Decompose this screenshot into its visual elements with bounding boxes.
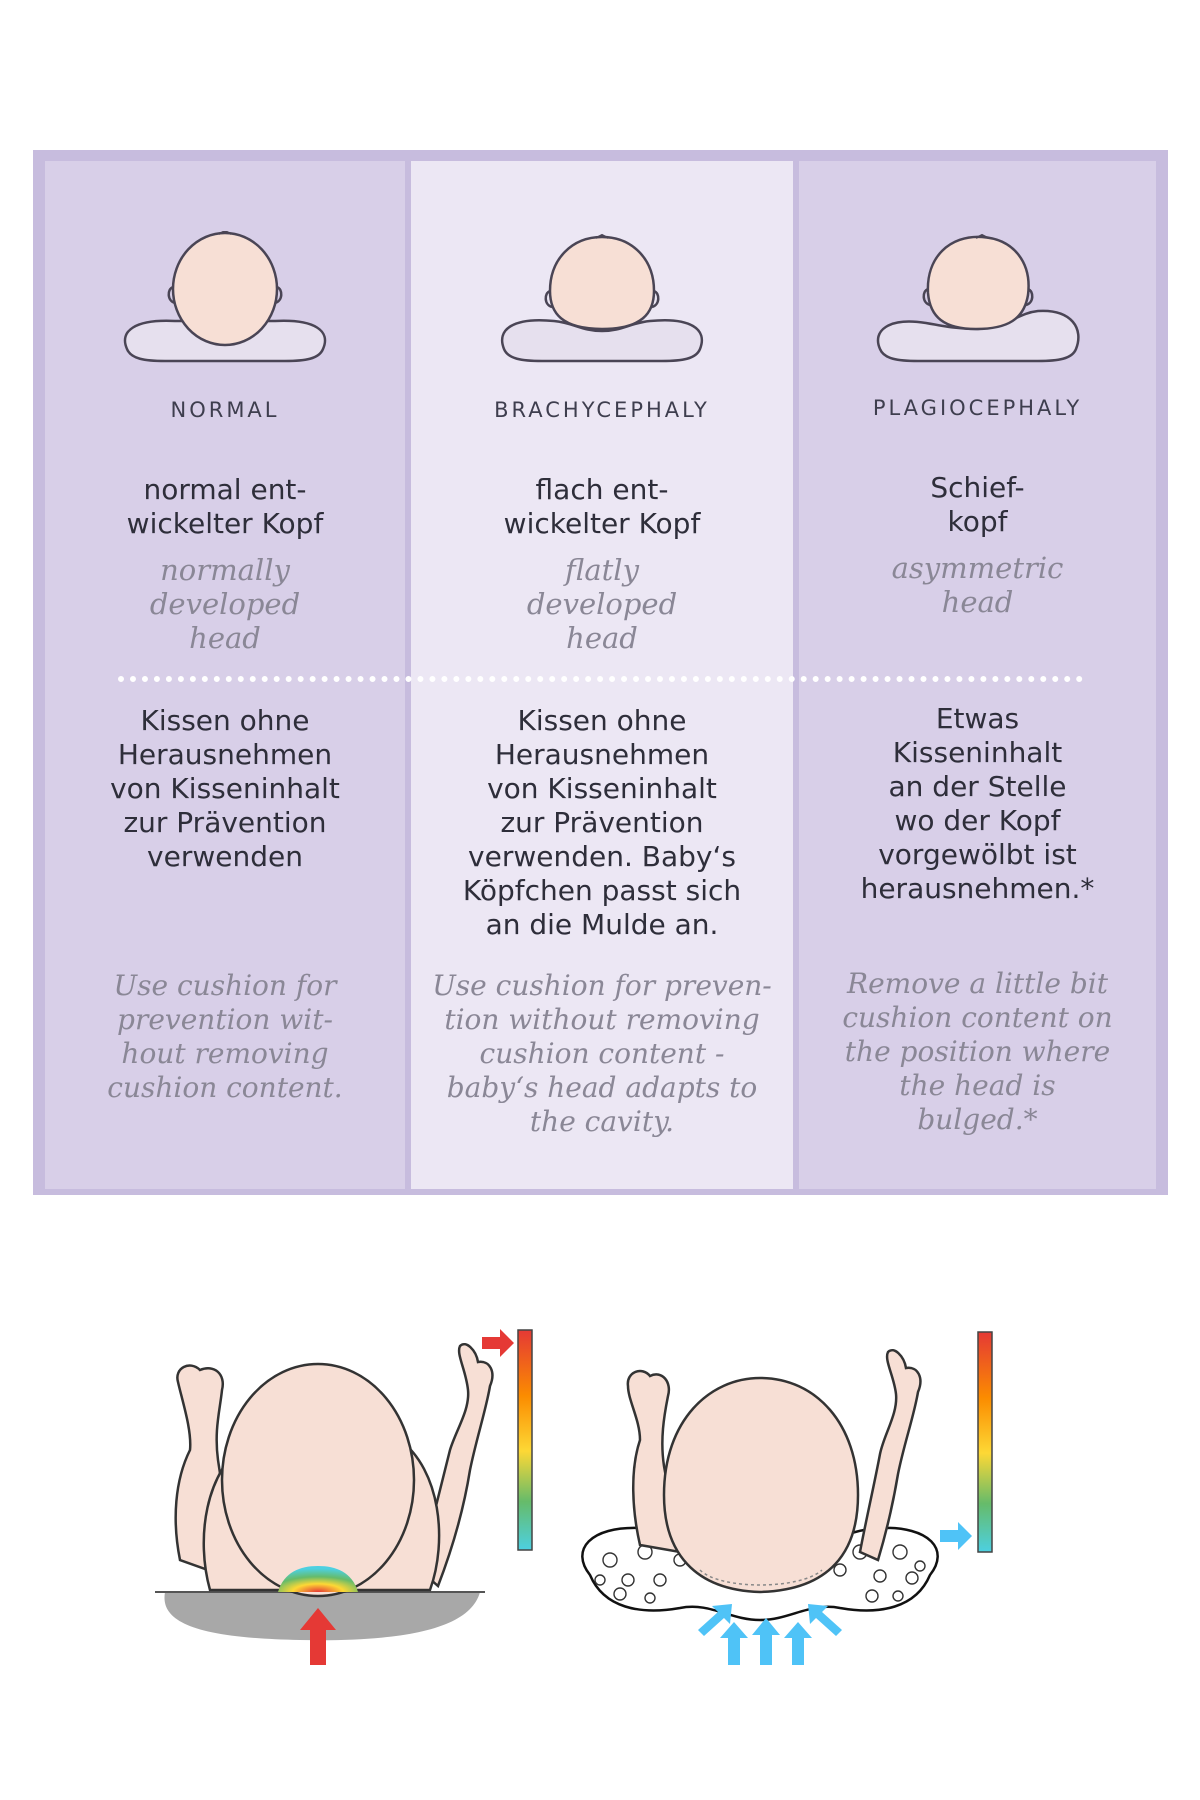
instruction-german: Kissen ohne Herausnehmen von Kisseninhal… [110,704,340,873]
dotted-divider [118,676,1083,682]
column-plagiocephaly: PLAGIOCEPHALY Schief- kopf asymmetric he… [799,161,1156,1189]
instruction-english: Use cushion for preven- tion without rem… [432,969,772,1138]
shape-label: PLAGIOCEPHALY [872,396,1083,420]
title-english: normally developed head [149,553,301,655]
title-german: flach ent- wickelter Kopf [503,473,701,540]
pressure-comparison-illustration [155,1329,993,1665]
head-brachy-icon [501,233,703,363]
high-pressure-arrow-icon [482,1329,514,1357]
instruction-german: Etwas Kisseninhalt an der Stelle wo der … [860,702,1095,905]
head-shape-card: NORMAL normal ent- wickelter Kopf normal… [33,150,1168,1195]
title-german: normal ent- wickelter Kopf [126,473,324,540]
shape-label: NORMAL [170,398,280,422]
low-pressure-arrow-icon [940,1522,972,1550]
head-plagio-icon [876,233,1080,363]
baby-cushion-figure [581,1349,939,1665]
pressure-scale-left [517,1329,533,1551]
title-english: flatly developed head [526,553,678,655]
title-german: Schief- kopf [930,471,1025,538]
head-normal-icon [123,231,327,363]
pressure-scale-right [977,1331,993,1553]
instruction-german: Kissen ohne Herausnehmen von Kisseninhal… [462,704,742,941]
shape-label: BRACHYCEPHALY [494,398,710,422]
column-normal: NORMAL normal ent- wickelter Kopf normal… [45,161,405,1189]
instruction-english: Remove a little bit cushion content on t… [842,967,1113,1136]
instruction-english: Use cushion for prevention wit- hout rem… [107,969,343,1104]
title-english: asymmetric head [891,551,1064,619]
baby-hard-surface-figure [155,1343,494,1665]
column-brachycephaly: BRACHYCEPHALY flach ent- wickelter Kopf … [411,161,793,1189]
